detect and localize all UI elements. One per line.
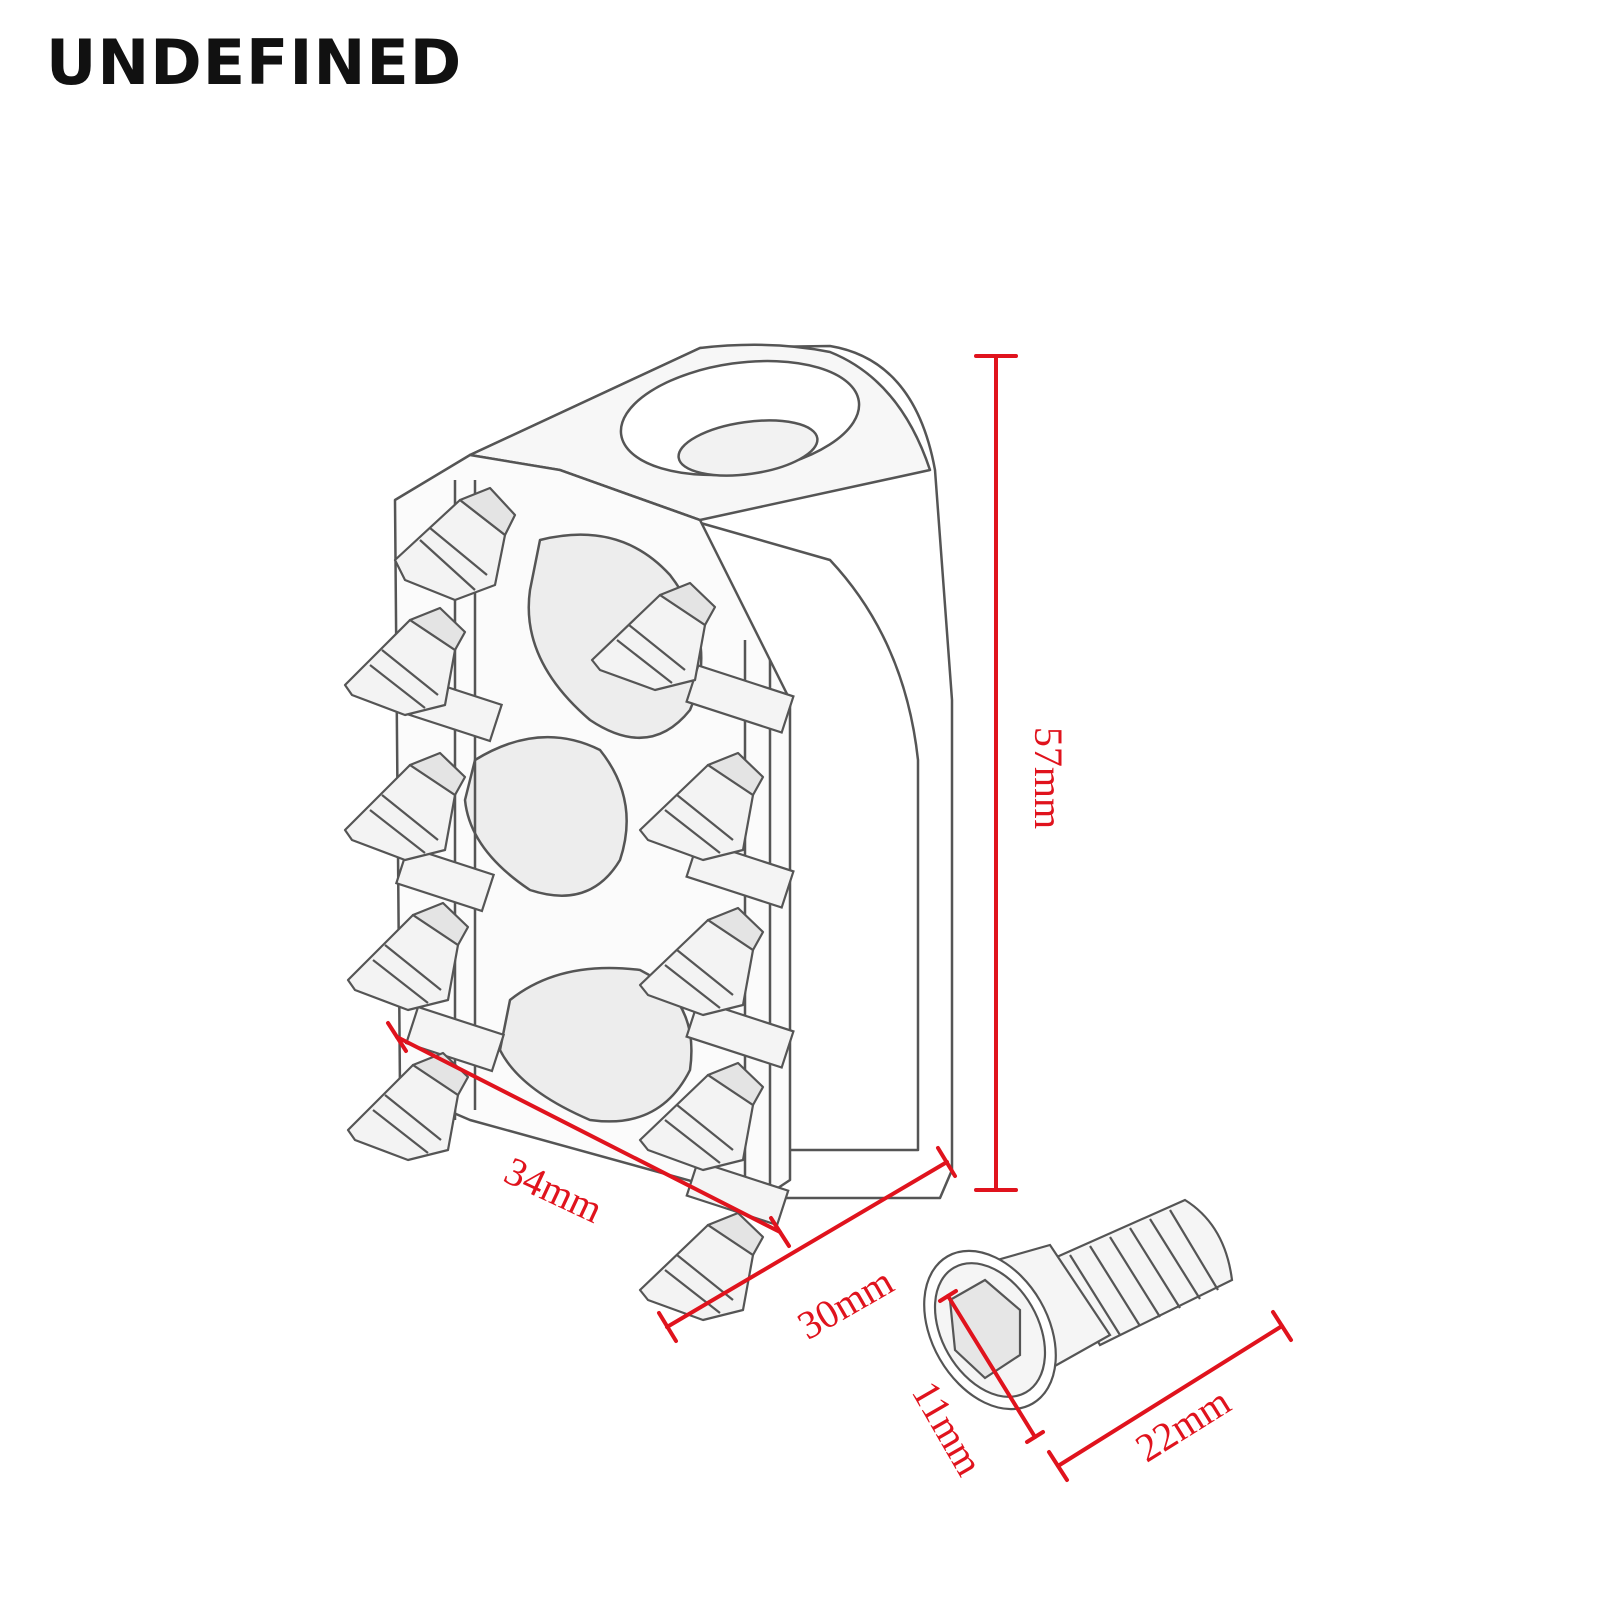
length-label: 34mm bbox=[498, 1148, 610, 1232]
spike bbox=[638, 906, 765, 1017]
bolt-diameter-dimension-line bbox=[938, 1289, 1045, 1444]
spike bbox=[638, 1211, 765, 1322]
length-dimension-line bbox=[386, 1021, 791, 1248]
spike bbox=[346, 901, 470, 1012]
spike bbox=[590, 581, 717, 692]
width-dimension-line bbox=[657, 1146, 957, 1343]
spike bbox=[343, 606, 467, 717]
width-label: 30mm bbox=[790, 1258, 901, 1348]
brand-logo: UNDEFINED bbox=[46, 26, 463, 99]
height-label: 57mm bbox=[1026, 727, 1071, 829]
bolt-length-label: 22mm bbox=[1128, 1378, 1239, 1470]
height-dimension-line bbox=[974, 354, 1018, 1192]
bolt-length-dimension-line bbox=[1047, 1310, 1293, 1482]
foot-peg-body bbox=[393, 343, 954, 1202]
spike bbox=[638, 1061, 765, 1172]
hex-socket-icon bbox=[948, 1278, 1022, 1380]
bolt-thread bbox=[1048, 1198, 1234, 1347]
dimension-lines bbox=[386, 354, 1293, 1482]
spike bbox=[393, 486, 517, 602]
spike bbox=[343, 751, 467, 862]
spike bbox=[638, 751, 765, 862]
spikes bbox=[343, 486, 765, 1322]
spike bbox=[346, 1051, 470, 1162]
